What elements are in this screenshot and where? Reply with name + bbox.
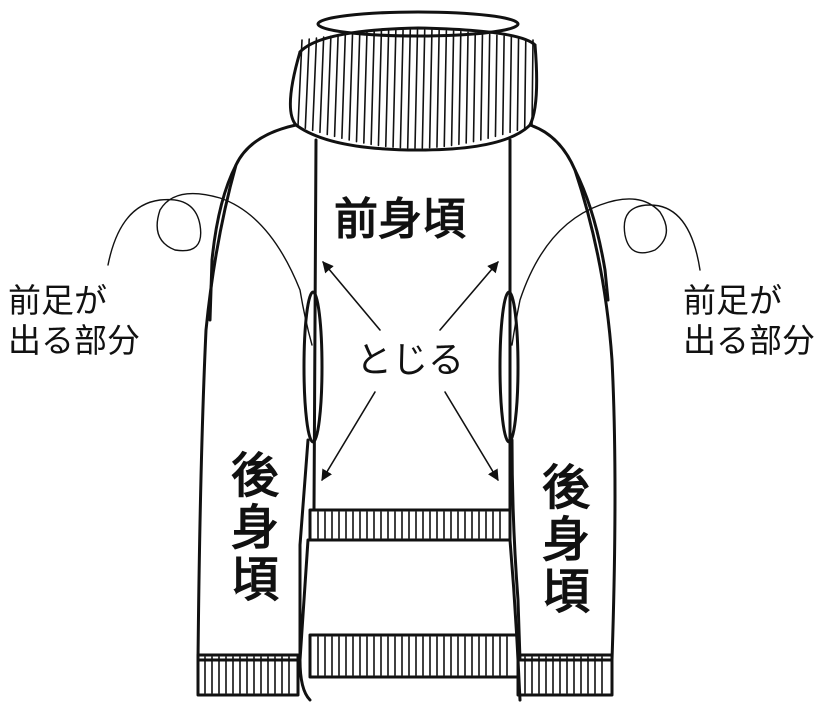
collar-rib (399, 29, 404, 149)
collar-rib (377, 30, 383, 147)
collar-rib (436, 29, 440, 148)
collar-rib (494, 34, 498, 138)
collar-rib (450, 30, 455, 147)
collar-rib (341, 33, 347, 140)
right-note: 前足が 出る部分 (683, 281, 815, 361)
collar-rib (348, 32, 354, 141)
right-note-line2: 出る部分 (683, 321, 815, 360)
left-note-line2: 出る部分 (8, 321, 140, 360)
collar-rib (311, 37, 318, 132)
collar-rib (333, 34, 339, 138)
collar-rib (509, 36, 513, 134)
front-hem (308, 508, 512, 542)
front-left-edge (312, 138, 318, 512)
collar-rib (326, 35, 332, 136)
left-pointer-curl (107, 192, 313, 346)
right-panel-hem (516, 653, 614, 697)
collar-rib (428, 29, 433, 149)
collar-rib (458, 30, 462, 146)
collar-rib (384, 29, 390, 148)
collar-rib (443, 29, 448, 148)
back-body-label-right: 後身頃 (533, 462, 589, 618)
right-back-panel (510, 168, 617, 662)
left-panel-hem (196, 653, 300, 697)
right-note-line1: 前足が (683, 281, 782, 320)
collar-rib (472, 32, 477, 143)
left-leg-hole (302, 290, 324, 444)
right-leg-hole (498, 290, 520, 444)
collar-rib (304, 38, 311, 129)
collar-rib (487, 33, 491, 140)
collar-rib (370, 30, 375, 146)
collar-rib (363, 31, 368, 144)
collar-rib (480, 32, 484, 141)
collar-rib (501, 35, 505, 136)
body-outline-right (528, 123, 610, 302)
collar-rib (414, 29, 419, 149)
collar-rib (523, 38, 527, 129)
collar-rib (421, 29, 426, 149)
left-back-panel (196, 163, 310, 662)
collar-rib (406, 29, 412, 149)
collar-rib (297, 39, 303, 127)
right-pointer-curl (511, 198, 701, 346)
left-note: 前足が 出る部分 (8, 281, 140, 361)
collar-rib (516, 37, 520, 132)
close-label: とじる (356, 340, 465, 381)
collar-rib (355, 32, 361, 143)
back-body-label-left: 後身頃 (222, 450, 278, 606)
left-note-line1: 前足が (8, 281, 107, 320)
front-body-label: 前身頃 (334, 194, 466, 245)
collar-rib (531, 39, 534, 127)
collar-rib (319, 36, 325, 134)
collar-rib (392, 29, 397, 148)
collar (288, 10, 539, 152)
collar-rib (465, 31, 469, 144)
close-arrows (321, 261, 499, 481)
